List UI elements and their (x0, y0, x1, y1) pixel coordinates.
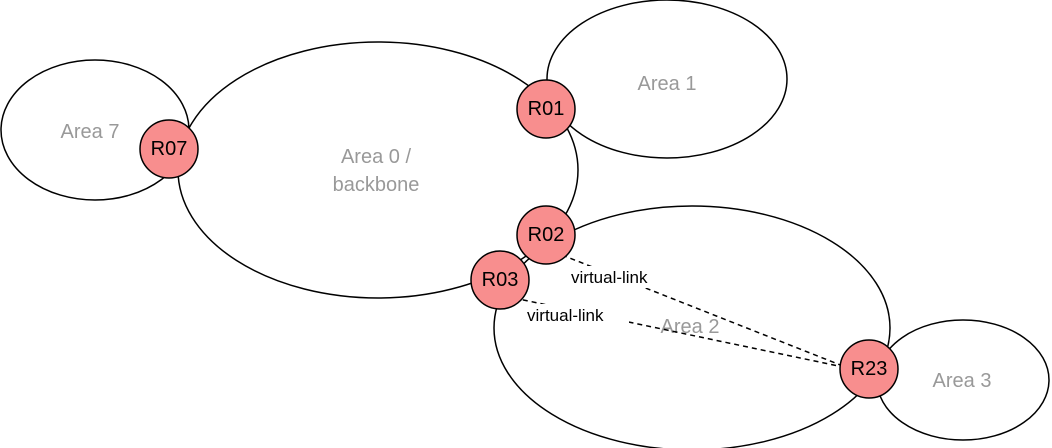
area-1-shape (546, 0, 788, 159)
router-r02-node[interactable] (516, 205, 576, 265)
router-r23[interactable]: R23 (839, 339, 899, 399)
router-r07-node[interactable] (139, 119, 199, 179)
router-r07[interactable]: R07 (139, 119, 199, 179)
router-r03-node[interactable] (470, 250, 530, 310)
router-r01[interactable]: R01 (516, 79, 576, 139)
area-2-label: Area 2 (661, 316, 720, 338)
router-r23-node[interactable] (839, 339, 899, 399)
area-0-label-line-2: backbone (333, 174, 420, 196)
router-r01-label: R01 (528, 98, 565, 120)
router-r07-label: R07 (151, 138, 188, 160)
router-r01-node[interactable] (516, 79, 576, 139)
virtual-link-2-label-bg (525, 304, 629, 326)
area-3-label: Area 3 (933, 370, 992, 392)
router-r02[interactable]: R02 (516, 205, 576, 265)
router-r23-label: R23 (851, 358, 888, 380)
router-r03[interactable]: R03 (470, 250, 530, 310)
area-7-label: Area 7 (61, 121, 120, 143)
virtual-link-1-label: virtual-link (571, 268, 648, 287)
area-1-label: Area 1 (638, 73, 697, 95)
area-0-label-line-1: Area 0 / (341, 146, 411, 168)
virtual-link-1-label-bg (569, 266, 673, 288)
router-r02-label: R02 (528, 224, 565, 246)
virtual-link-2-label: virtual-link (527, 306, 604, 325)
router-r03-label: R03 (482, 269, 519, 291)
virtual-link-r02-r23-line (561, 254, 849, 369)
